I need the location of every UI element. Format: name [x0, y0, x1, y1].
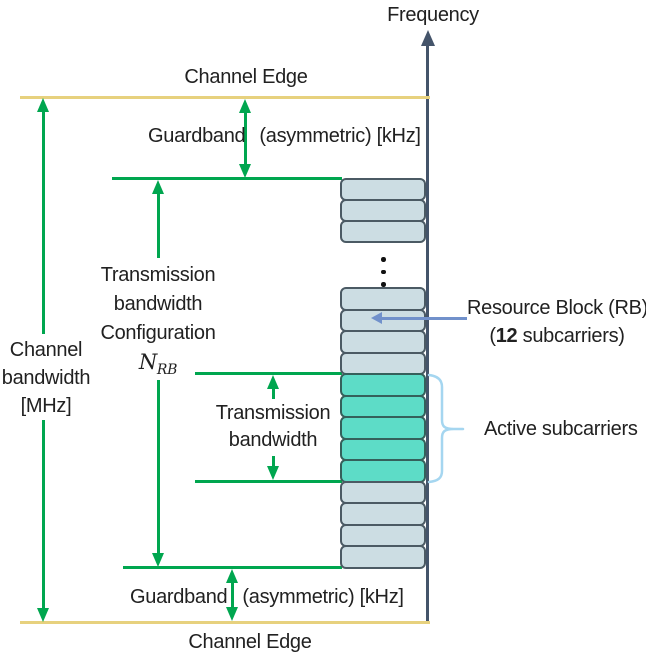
rb-group-top — [340, 178, 426, 243]
transmission-config-label: Transmission bandwidth Configuration NRB — [78, 261, 238, 385]
channel-bandwidth-label-line1: Channel — [9, 339, 83, 361]
rb-line2-open: ( — [489, 325, 496, 347]
transmission-config-label-line2: bandwidth — [113, 293, 203, 315]
guardband-top-word: Guardband — [148, 125, 246, 147]
guardband-top-arrowhead-bottom-icon — [238, 164, 251, 178]
transmission-bandwidth-line-top — [195, 372, 342, 375]
transmission-config-label-line3: Configuration — [100, 322, 216, 344]
guardband-bottom-arrow-shaft — [230, 581, 234, 610]
resource-block — [340, 178, 426, 201]
transmission-config-arrowhead-bottom-icon — [151, 553, 164, 567]
rb-subcarrier-count: 12 — [495, 325, 518, 347]
transmission-bandwidth-arrowhead-bottom-icon — [266, 466, 279, 480]
transmission-bandwidth-label: Transmission bandwidth — [203, 400, 343, 454]
channel-bandwidth-arrow-shaft-lower — [41, 420, 45, 610]
transmission-config-symbol: NRB — [78, 348, 238, 385]
guardband-top-label: Guardband (asymmetric) [kHz] — [148, 125, 421, 148]
transmission-config-line-top — [112, 177, 342, 180]
guardband-bottom-arrowhead-bottom-icon — [225, 607, 238, 621]
resource-block-active — [340, 416, 426, 440]
resource-block-active — [340, 394, 426, 418]
transmission-bandwidth-label-line2: bandwidth — [228, 429, 318, 451]
frequency-axis-arrowhead-icon — [420, 30, 435, 46]
active-subcarriers-brace-icon — [427, 373, 465, 484]
channel-bandwidth-label-line3: [MHz] — [20, 395, 72, 417]
resource-block — [340, 308, 426, 332]
resource-block — [340, 480, 426, 504]
channel-edge-line-top — [20, 96, 430, 99]
guardband-top-arrowhead-top-icon — [238, 99, 251, 113]
transmission-config-label-line1: Transmission — [100, 264, 216, 286]
transmission-bandwidth-line-bottom — [195, 480, 342, 483]
resource-block-active — [340, 373, 426, 397]
channel-bandwidth-label: Channel bandwidth [MHz] — [0, 336, 92, 420]
resource-block-active — [340, 437, 426, 461]
channel-edge-line-bottom — [20, 621, 430, 624]
resource-block — [340, 330, 426, 354]
nrb-subscript: RB — [156, 362, 178, 379]
channel-bandwidth-arrowhead-bottom-icon — [36, 608, 49, 622]
guardband-bottom-word: Guardband — [130, 586, 228, 608]
resource-block — [340, 220, 426, 243]
resource-block — [340, 502, 426, 526]
frequency-axis-label: Frequency — [387, 4, 479, 26]
resource-block-label-line1: Resource Block (RB) — [467, 297, 646, 319]
transmission-bandwidth-arrow-shaft-lower — [271, 456, 275, 468]
resource-block — [340, 199, 426, 222]
guardband-top-arrow-shaft — [243, 111, 247, 167]
transmission-config-arrow-shaft-upper — [156, 192, 160, 258]
nrb-base: N — [138, 350, 157, 374]
rb-line2-rest: subcarriers) — [517, 325, 625, 347]
ellipsis-dot — [381, 257, 386, 262]
active-subcarriers-label: Active subcarriers — [484, 418, 638, 440]
channel-edge-label-top: Channel Edge — [184, 66, 308, 88]
guardband-bottom-arrowhead-top-icon — [225, 569, 238, 583]
channel-bandwidth-arrowhead-top-icon — [36, 98, 49, 112]
resource-block-active — [340, 459, 426, 483]
ellipsis-dot — [381, 282, 386, 287]
transmission-config-line-bottom — [123, 566, 342, 569]
transmission-config-arrowhead-top-icon — [151, 180, 164, 194]
resource-block — [340, 351, 426, 375]
channel-edge-label-bottom: Channel Edge — [188, 631, 312, 653]
resource-block — [340, 287, 426, 311]
resource-block — [340, 545, 426, 569]
guardband-bottom-label: Guardband (asymmetric) [kHz] — [130, 586, 404, 609]
transmission-bandwidth-label-line1: Transmission — [215, 402, 331, 424]
transmission-bandwidth-arrowhead-top-icon — [266, 375, 279, 389]
guardband-bottom-rest: (asymmetric) [kHz] — [242, 586, 404, 608]
channel-bandwidth-label-line2: bandwidth — [1, 367, 91, 389]
guardband-top-rest: (asymmetric) [kHz] — [259, 125, 421, 147]
transmission-config-arrow-shaft-lower — [156, 380, 160, 556]
rb-group-main — [340, 287, 426, 569]
frequency-axis-line — [426, 44, 429, 623]
ellipsis-dot — [381, 269, 386, 274]
resource-block-arrow-line — [380, 317, 467, 320]
resource-block-label-line2: (12 subcarriers) — [467, 322, 646, 350]
resource-block-arrowhead-icon — [371, 312, 382, 324]
channel-bandwidth-arrow-shaft-upper — [41, 110, 45, 334]
transmission-bandwidth-arrow-shaft-upper — [271, 387, 275, 399]
resource-block — [340, 523, 426, 547]
resource-block-label: Resource Block (RB) (12 subcarriers) — [467, 294, 646, 350]
rb-ellipsis-icon — [381, 257, 386, 287]
